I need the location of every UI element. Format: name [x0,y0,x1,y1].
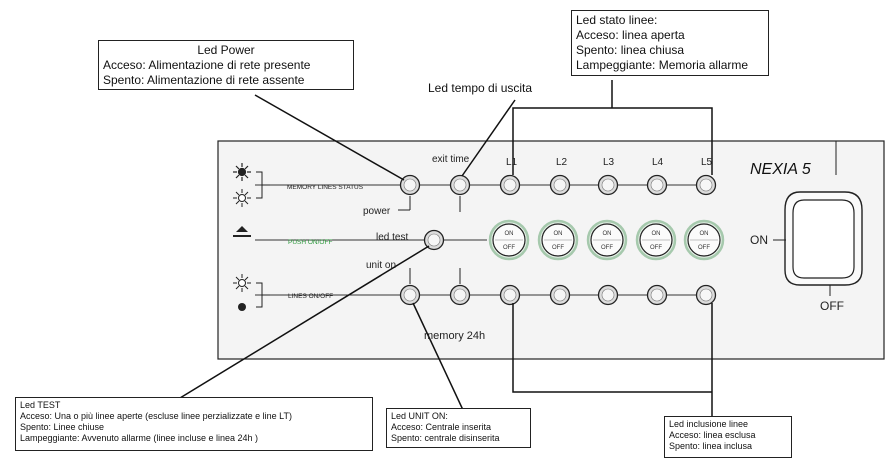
push-on-off-label: PUSH ON/OFF [288,239,332,246]
memory-lines-status-label: MEMORY LINES STATUS [287,184,364,191]
led-l4-inclusion [646,284,668,306]
callout-led-power-line1: Acceso: Alimentazione di rete presente [103,58,311,72]
line-button-l3[interactable] [586,219,628,261]
led-l3-inclusion [597,284,619,306]
button-l2-off: OFF [552,245,564,251]
callout-led-unit-on-line1: Acceso: Centrale inserita [391,422,492,432]
push-button-icon [233,226,251,237]
callout-led-stato-line3: Lampeggiante: Memoria allarme [576,58,749,72]
led-l3-status [597,174,619,196]
led-l5-status [695,174,717,196]
callout-led-stato-line1: Acceso: linea aperta [576,28,685,42]
callout-led-inclusione-line1: Acceso: linea esclusa [669,430,756,440]
led-unit-on [399,284,421,306]
sun-outline-icon [233,274,251,292]
leader-test [179,245,430,399]
leader-exit [461,99,516,177]
panel-title: NEXIA 5 [750,161,811,178]
callout-led-power: Led Power Acceso: Alimentazione di rete … [98,40,354,90]
button-l5-off: OFF [698,245,710,251]
switch-off-label: OFF [820,299,844,313]
callout-led-unit-on-title: Led UNIT ON: [391,411,448,421]
l4-label: L4 [652,157,664,168]
key-switch[interactable] [784,191,863,286]
lines-on-off-label: LINES ON/OFF [288,293,333,300]
button-l4-on: ON [652,231,661,237]
led-l2-status [549,174,571,196]
bracket-row3 [256,282,270,308]
callout-led-power-title: Led Power [197,43,255,57]
callout-led-power-line2: Spento: Alimentazione di rete assente [103,73,305,87]
l5-label: L5 [701,157,713,168]
line-button-l2[interactable] [537,219,579,261]
led-l2-inclusion [549,284,571,306]
button-l3-on: ON [603,231,612,237]
button-l1-on: ON [505,231,514,237]
callout-led-test-title: Led TEST [20,400,61,410]
led-l5-inclusion [695,284,717,306]
leader-unit-on [412,302,464,411]
button-l1-off: OFF [503,245,515,251]
callout-led-stato-line2: Spento: linea chiusa [576,43,685,57]
switch-on-label: ON [750,233,768,247]
button-l2-on: ON [554,231,563,237]
callout-led-stato: Led stato linee: Acceso: linea aperta Sp… [571,10,769,76]
power-label: power [363,206,391,217]
leader-power [254,94,405,181]
callout-led-inclusione: Led inclusione linee Acceso: linea esclu… [664,416,792,458]
line-button-l1[interactable] [488,219,530,261]
callout-led-inclusione-title: Led inclusione linee [669,419,749,429]
callout-led-unit-on-line2: Spento: centrale disinserita [391,433,500,443]
led-test-label: led test [376,232,408,243]
led-exit-time [449,174,471,196]
callout-led-tempo: Led tempo di uscita [428,81,533,95]
led-l1-status [499,174,521,196]
callout-led-inclusione-line2: Spento: linea inclusa [669,441,753,451]
led-memory-24h [449,284,471,306]
led-test [423,229,445,251]
button-l3-off: OFF [601,245,613,251]
button-l5-on: ON [700,231,709,237]
callout-led-test-line1: Acceso: Una o più linee aperte (escluse … [20,411,292,421]
l1-label: L1 [506,157,518,168]
line-button-l5[interactable] [683,219,725,261]
memory-24h-label: memory 24h [424,330,485,342]
bracket-row1 [256,171,270,199]
leader-status [512,80,713,175]
leader-inclusion [512,303,713,418]
line-button-l4[interactable] [635,219,677,261]
led-l1-inclusion [499,284,521,306]
exit-time-label: exit time [432,154,470,165]
l2-label: L2 [556,157,568,168]
unit-on-label: unit on [366,260,396,271]
callout-led-test-line3: Lampeggiante: Avvenuto allarme (linee in… [20,433,258,443]
sun-outline-icon [233,189,251,207]
callout-led-test: Led TEST Acceso: Una o più linee aperte … [15,397,373,451]
sun-burst-icon [233,163,251,181]
led-power [399,174,421,196]
button-l4-off: OFF [650,245,662,251]
dot-icon [238,303,246,311]
callout-led-stato-title: Led stato linee: [576,13,658,27]
callout-led-test-line2: Spento: Linee chiuse [20,422,105,432]
l3-label: L3 [603,157,615,168]
led-l4-status [646,174,668,196]
callout-led-unit-on: Led UNIT ON: Acceso: Centrale inserita S… [386,408,531,448]
